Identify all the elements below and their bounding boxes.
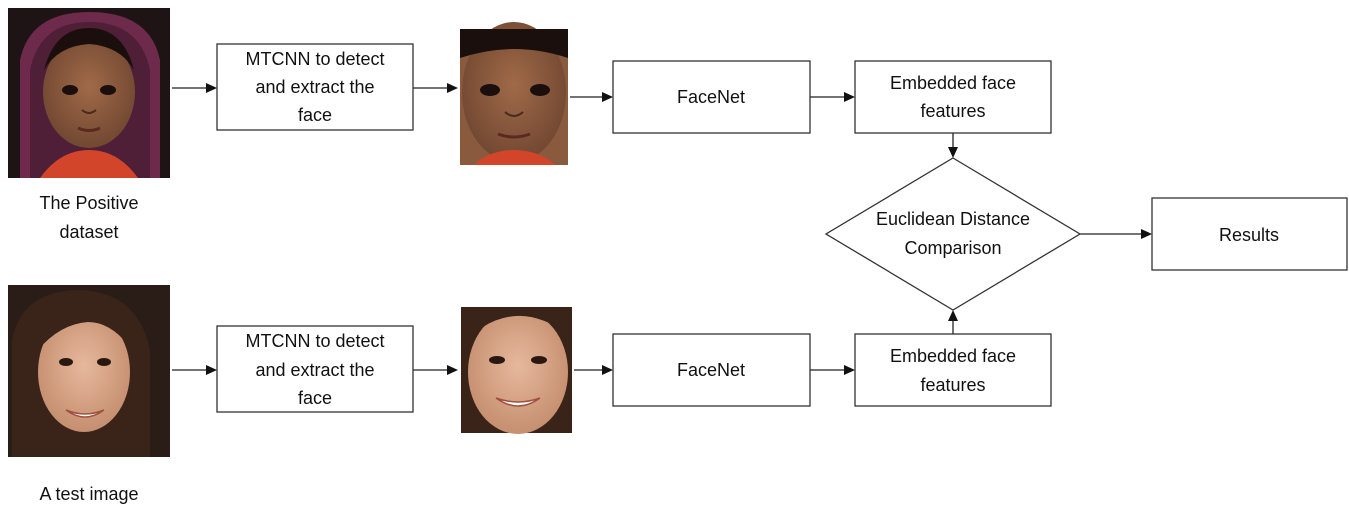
top-embedding-line2: features (920, 101, 985, 121)
test-image-caption: A test image (39, 484, 138, 504)
top-mtcnn-box: MTCNN to detect and extract the face (216, 43, 414, 131)
bottom-facenet-box: FaceNet (612, 333, 811, 407)
euclidean-comparison-diamond: Euclidean Distance Comparison (824, 157, 1082, 311)
bottom-embedding-line2: features (920, 375, 985, 395)
top-facenet-box: FaceNet (612, 60, 811, 134)
bottom-mtcnn-line1: MTCNN to detect (245, 331, 384, 351)
bottom-mtcnn-line3: face (298, 388, 332, 408)
test-image-photo (8, 285, 170, 457)
top-embedding-line1: Embedded face (890, 73, 1016, 93)
top-mtcnn-line2: and extract the (255, 77, 374, 97)
top-embedding-box: Embedded face features (854, 60, 1052, 134)
positive-dataset-caption-line1: The Positive (39, 193, 138, 213)
test-cropped-face (461, 307, 572, 434)
bottom-embedding-box: Embedded face features (854, 333, 1052, 407)
bottom-mtcnn-box: MTCNN to detect and extract the face (216, 325, 414, 413)
positive-cropped-face (460, 22, 568, 165)
comparison-line2: Comparison (904, 238, 1001, 258)
positive-dataset-photo (8, 8, 170, 178)
top-mtcnn-line1: MTCNN to detect (245, 49, 384, 69)
bottom-mtcnn-line2: and extract the (255, 360, 374, 380)
positive-dataset-caption-line2: dataset (59, 222, 118, 242)
bottom-facenet-label: FaceNet (677, 360, 745, 380)
comparison-line1: Euclidean Distance (876, 209, 1030, 229)
results-box: Results (1151, 197, 1348, 271)
top-mtcnn-line3: face (298, 105, 332, 125)
bottom-embedding-line1: Embedded face (890, 346, 1016, 366)
results-label: Results (1219, 225, 1279, 245)
flow-connectors (172, 83, 1152, 375)
top-facenet-label: FaceNet (677, 87, 745, 107)
